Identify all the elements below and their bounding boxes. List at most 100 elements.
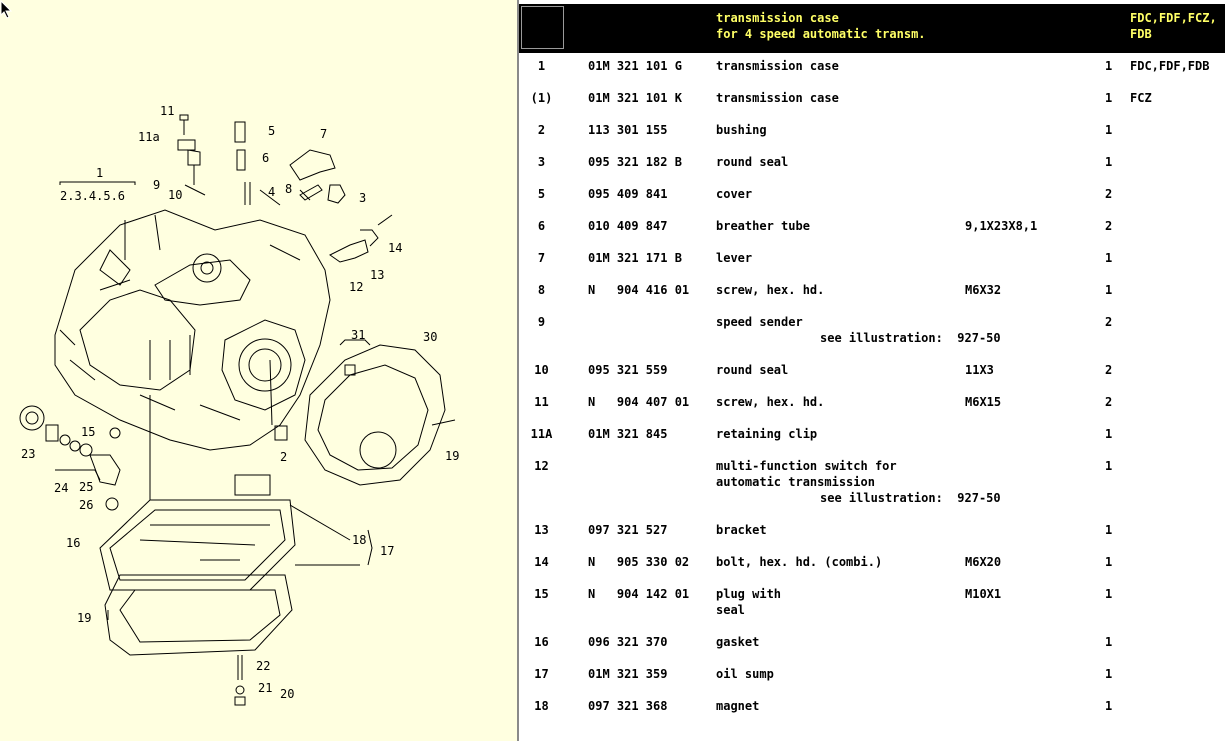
callout-30: 30 — [423, 330, 438, 344]
part-number: N 904 407 01 — [588, 395, 690, 409]
callout-21: 21 — [258, 681, 273, 695]
part-number: 113 301 155 — [588, 123, 668, 137]
mouse-cursor-icon — [0, 0, 13, 19]
position-number: 2 — [537, 123, 546, 137]
position-number: 15 — [534, 587, 549, 601]
part-number: 01M 321 101 K — [588, 91, 682, 105]
part-description: round seal — [716, 155, 789, 169]
pane-divider[interactable] — [517, 0, 519, 741]
position-number: 18 — [534, 699, 549, 713]
part-description: bushing — [716, 123, 767, 137]
position-number: 7 — [537, 251, 546, 265]
part-description: gasket — [716, 635, 760, 649]
callout-4: 4 — [268, 185, 276, 199]
callout-15: 15 — [81, 425, 96, 439]
parts-list-panel: transmission case for 4 speed automatic … — [519, 0, 1225, 741]
position-number: 8 — [537, 283, 546, 297]
part-quantity: 1 — [1105, 635, 1113, 649]
callout-5: 5 — [268, 124, 276, 138]
header-models-line1: FDC,FDF,FCZ, — [1130, 11, 1217, 25]
callout-2-3-4-5-6: 2.3.4.5.6 — [60, 189, 126, 203]
position-number: 11 — [534, 395, 549, 409]
callout-8: 8 — [285, 182, 293, 196]
part-number: 097 321 368 — [588, 699, 668, 713]
part-remark: M6X15 — [965, 395, 1002, 409]
part-quantity: 1 — [1105, 251, 1113, 265]
callout-24: 24 — [54, 481, 69, 495]
part-quantity: 1 — [1105, 155, 1113, 169]
callout-2: 2 — [280, 450, 288, 464]
part-quantity: 1 — [1105, 459, 1113, 473]
part-models: FDC,FDF,FDB — [1130, 59, 1210, 73]
part-number: 095 321 559 — [588, 363, 668, 377]
callout-1: 1 — [96, 166, 104, 180]
callout-10: 10 — [168, 188, 183, 202]
callout-18: 18 — [352, 533, 367, 547]
part-quantity: 2 — [1105, 315, 1113, 329]
callout-7: 7 — [320, 127, 328, 141]
callout-19-bottom: 19 — [77, 611, 92, 625]
part-description: lever — [716, 251, 753, 265]
position-number: 14 — [534, 555, 549, 569]
part-quantity: 1 — [1105, 667, 1113, 681]
part-quantity: 1 — [1105, 91, 1113, 105]
part-description: cover — [716, 187, 753, 201]
position-number: 3 — [537, 155, 546, 169]
part-description: bracket — [716, 523, 767, 537]
part-description: screw, hex. hd. — [716, 395, 825, 409]
position-number: 6 — [537, 219, 546, 233]
part-remark: M10X1 — [965, 587, 1002, 601]
part-description: screw, hex. hd. — [716, 283, 825, 297]
part-number: N 905 330 02 — [588, 555, 690, 569]
see-illustration-link[interactable]: see illustration: 927-50 — [820, 491, 1001, 505]
callout-6: 6 — [262, 151, 270, 165]
part-quantity: 2 — [1105, 363, 1113, 377]
part-remark: 9,1X23X8,1 — [965, 219, 1038, 233]
header-select-cell[interactable] — [521, 6, 564, 49]
callout-25: 25 — [79, 480, 94, 494]
part-number: 097 321 527 — [588, 523, 668, 537]
parts-list-header: transmission case for 4 speed automatic … — [519, 4, 1225, 53]
position-number: (1) — [530, 91, 553, 105]
part-number: 010 409 847 — [588, 219, 668, 233]
part-description: magnet — [716, 699, 760, 713]
callout-14: 14 — [388, 241, 403, 255]
position-number: 12 — [534, 459, 549, 473]
part-description: retaining clip — [716, 427, 818, 441]
part-number: 01M 321 845 — [588, 427, 668, 441]
part-description: bolt, hex. hd. (combi.) — [716, 555, 883, 569]
part-quantity: 2 — [1105, 219, 1113, 233]
callout-16: 16 — [66, 536, 81, 550]
callout-31: 31 — [351, 328, 366, 342]
part-quantity: 1 — [1105, 123, 1113, 137]
part-quantity: 1 — [1105, 59, 1113, 73]
part-remark: 11X3 — [965, 363, 994, 377]
position-number: 13 — [534, 523, 549, 537]
callout-3: 3 — [359, 191, 367, 205]
part-remark: M6X20 — [965, 555, 1002, 569]
header-title-line1: transmission case — [716, 11, 839, 25]
part-number: N 904 142 01 — [588, 587, 690, 601]
callout-26: 26 — [79, 498, 94, 512]
header-title-line2: for 4 speed automatic transm. — [716, 27, 926, 41]
part-description: seal — [716, 603, 745, 617]
transmission-illustration — [19, 114, 456, 706]
part-number: N 904 416 01 — [588, 283, 690, 297]
callout-20: 20 — [280, 687, 295, 701]
part-number: 01M 321 171 B — [588, 251, 682, 265]
position-number: 11A — [530, 427, 553, 441]
part-quantity: 2 — [1105, 395, 1113, 409]
part-quantity: 1 — [1105, 523, 1113, 537]
see-illustration-link[interactable]: see illustration: 927-50 — [820, 331, 1001, 345]
part-number: 095 321 182 B — [588, 155, 682, 169]
callout-22: 22 — [256, 659, 271, 673]
position-number: 9 — [537, 315, 546, 329]
part-remark: M6X32 — [965, 283, 1002, 297]
part-description: speed sender — [716, 315, 803, 329]
part-number: 01M 321 359 — [588, 667, 668, 681]
part-number: 01M 321 101 G — [588, 59, 682, 73]
part-models: FCZ — [1130, 91, 1152, 105]
callout-12: 12 — [349, 280, 364, 294]
part-quantity: 1 — [1105, 587, 1113, 601]
callout-11: 11 — [160, 104, 175, 118]
